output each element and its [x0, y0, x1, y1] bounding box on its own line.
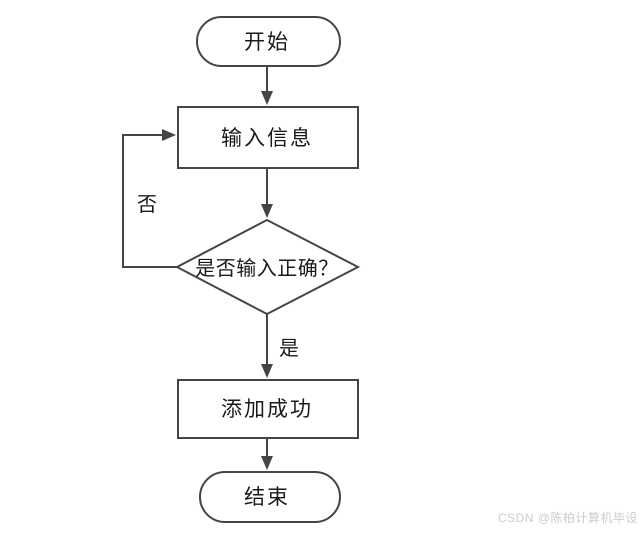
success-rect-shape: [177, 379, 359, 439]
node-input: 输入信息: [177, 106, 359, 169]
decision-label: 是否输入正确？: [195, 257, 339, 280]
input-rect-shape: [177, 106, 359, 169]
node-end: 结束: [199, 471, 341, 523]
edge-label-no: 否: [137, 194, 157, 216]
edge-decision-to-input-loop: [122, 129, 177, 268]
edge-label-yes: 是: [279, 338, 299, 360]
node-start: 开始: [196, 16, 341, 67]
end-stadium-shape: [199, 471, 341, 523]
start-stadium-shape: [196, 16, 341, 67]
success-label: 添加成功: [221, 397, 313, 421]
decision-diamond-shape: [174, 218, 361, 316]
watermark: CSDN @陈柏计算机毕设: [497, 511, 638, 525]
node-success: 添加成功: [177, 379, 359, 439]
start-label: 开始: [244, 30, 290, 54]
end-label: 结束: [244, 485, 290, 509]
node-decision: 是否输入正确？: [174, 218, 361, 316]
input-label: 输入信息: [221, 126, 313, 150]
